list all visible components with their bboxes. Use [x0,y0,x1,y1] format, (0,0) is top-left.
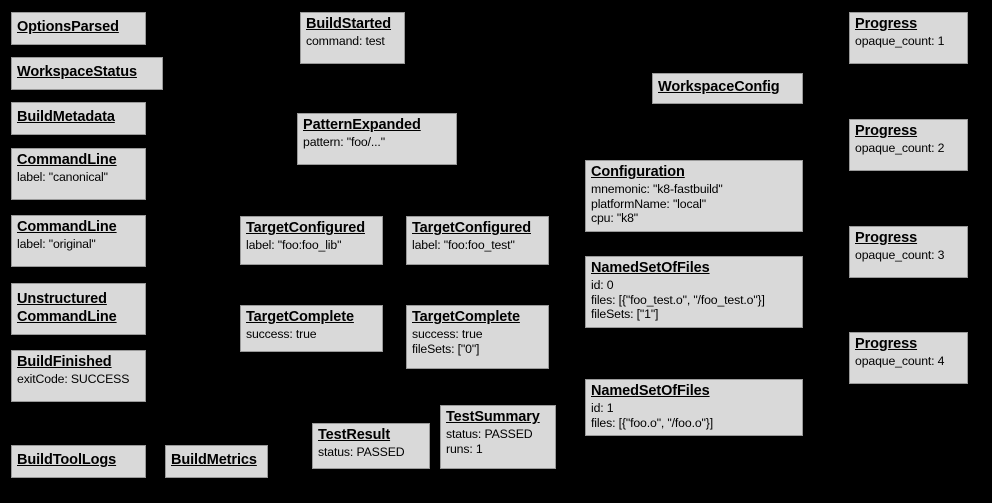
node-workspace-status[interactable]: WorkspaceStatus [11,57,163,90]
node-attributes: label: "original" [17,237,140,252]
node-attributes: opaque_count: 2 [855,141,962,156]
node-attributes: label: "canonical" [17,170,140,185]
node-title: Progress [855,16,918,32]
node-title: TargetComplete [246,309,354,325]
node-attribute: status: PASSED [318,445,405,460]
node-attributes: status: PASSED [318,445,424,460]
node-title: TargetComplete [412,309,520,325]
node-attributes: label: "foo:foo_test" [412,238,543,253]
node-attribute: files: [{"foo.o", "/foo.o"}] [591,415,713,430]
node-attributes: command: test [306,34,399,49]
node-attribute: id: 0 [591,278,614,293]
node-attributes: mnemonic: "k8-fastbuild"platformName: "l… [591,182,797,226]
node-attribute: success: true [246,327,317,342]
node-options-parsed[interactable]: OptionsParsed [11,12,146,45]
node-target-complete-lib[interactable]: TargetComplete success: true [240,305,383,352]
node-title: CommandLine [17,219,117,235]
node-attribute: opaque_count: 4 [855,354,945,369]
node-title: Progress [855,230,918,246]
node-attributes: opaque_count: 4 [855,354,962,369]
node-attribute: cpu: "k8" [591,211,639,226]
node-attribute: fileSets: ["0"] [412,341,480,356]
node-build-metadata[interactable]: BuildMetadata [11,102,146,135]
node-title: TargetConfigured [246,220,365,236]
node-attribute: label: "foo:foo_lib" [246,238,342,253]
node-title: PatternExpanded [303,117,421,133]
node-title: NamedSetOfFiles [591,260,710,276]
node-test-result[interactable]: TestResult status: PASSED [312,423,430,469]
node-title: Configuration [591,164,685,180]
node-attribute: runs: 1 [446,441,483,456]
node-attributes: exitCode: SUCCESS [17,372,140,387]
node-title: BuildFinished [17,354,112,370]
node-title: CommandLine [17,152,117,168]
node-pattern-expanded[interactable]: PatternExpanded pattern: "foo/..." [297,113,457,165]
node-build-started[interactable]: BuildStarted command: test [300,12,405,64]
node-title: OptionsParsed [17,19,119,36]
node-title: BuildToolLogs [17,452,117,469]
node-attribute: label: "foo:foo_test" [412,238,515,253]
node-attribute: mnemonic: "k8-fastbuild" [591,182,723,197]
node-configuration[interactable]: Configuration mnemonic: "k8-fastbuild"pla… [585,160,803,232]
node-command-line-canonical[interactable]: CommandLine label: "canonical" [11,148,146,200]
node-command-line-original[interactable]: CommandLine label: "original" [11,215,146,267]
node-title: BuildMetadata [17,109,115,126]
node-attribute: opaque_count: 2 [855,141,945,156]
node-attributes: success: true [246,327,377,342]
node-attributes: pattern: "foo/..." [303,135,451,150]
node-progress-4[interactable]: Progress opaque_count: 4 [849,332,968,384]
node-attribute: exitCode: SUCCESS [17,372,130,387]
node-attribute: platformName: "local" [591,196,706,211]
node-progress-3[interactable]: Progress opaque_count: 3 [849,226,968,278]
node-attribute: id: 1 [591,401,614,416]
node-title: TestSummary [446,409,540,425]
node-title: TestResult [318,427,391,443]
node-title: WorkspaceStatus [17,64,137,81]
node-title: TargetConfigured [412,220,531,236]
node-attributes: label: "foo:foo_lib" [246,238,377,253]
node-attributes: opaque_count: 1 [855,34,962,49]
node-attribute: opaque_count: 3 [855,248,945,263]
node-attribute: status: PASSED [446,427,533,442]
node-attribute: label: "canonical" [17,170,108,185]
node-target-configured-foo-test[interactable]: TargetConfigured label: "foo:foo_test" [406,216,549,265]
node-attribute: label: "original" [17,237,96,252]
node-unstructured-command-line[interactable]: Unstructured CommandLine [11,283,146,335]
node-title: Progress [855,123,918,139]
node-title: BuildStarted [306,16,392,32]
node-attribute: files: [{"foo_test.o", "/foo_test.o"}] [591,292,765,307]
node-attribute: fileSets: ["1"] [591,307,659,322]
node-title: Unstructured CommandLine [17,291,117,325]
node-title: NamedSetOfFiles [591,383,710,399]
node-attribute: opaque_count: 1 [855,34,945,49]
node-attribute: command: test [306,34,385,49]
node-title: BuildMetrics [171,452,257,469]
node-build-finished[interactable]: BuildFinished exitCode: SUCCESS [11,350,146,402]
node-title: WorkspaceConfig [658,79,780,96]
node-attributes: opaque_count: 3 [855,248,962,263]
node-build-tool-logs[interactable]: BuildToolLogs [11,445,146,478]
node-build-metrics[interactable]: BuildMetrics [165,445,268,478]
node-attribute: success: true [412,327,483,342]
node-target-configured-foo-lib[interactable]: TargetConfigured label: "foo:foo_lib" [240,216,383,265]
node-progress-2[interactable]: Progress opaque_count: 2 [849,119,968,171]
node-attribute: pattern: "foo/..." [303,135,385,150]
node-progress-1[interactable]: Progress opaque_count: 1 [849,12,968,64]
node-title: Progress [855,336,918,352]
node-workspace-config[interactable]: WorkspaceConfig [652,73,803,104]
